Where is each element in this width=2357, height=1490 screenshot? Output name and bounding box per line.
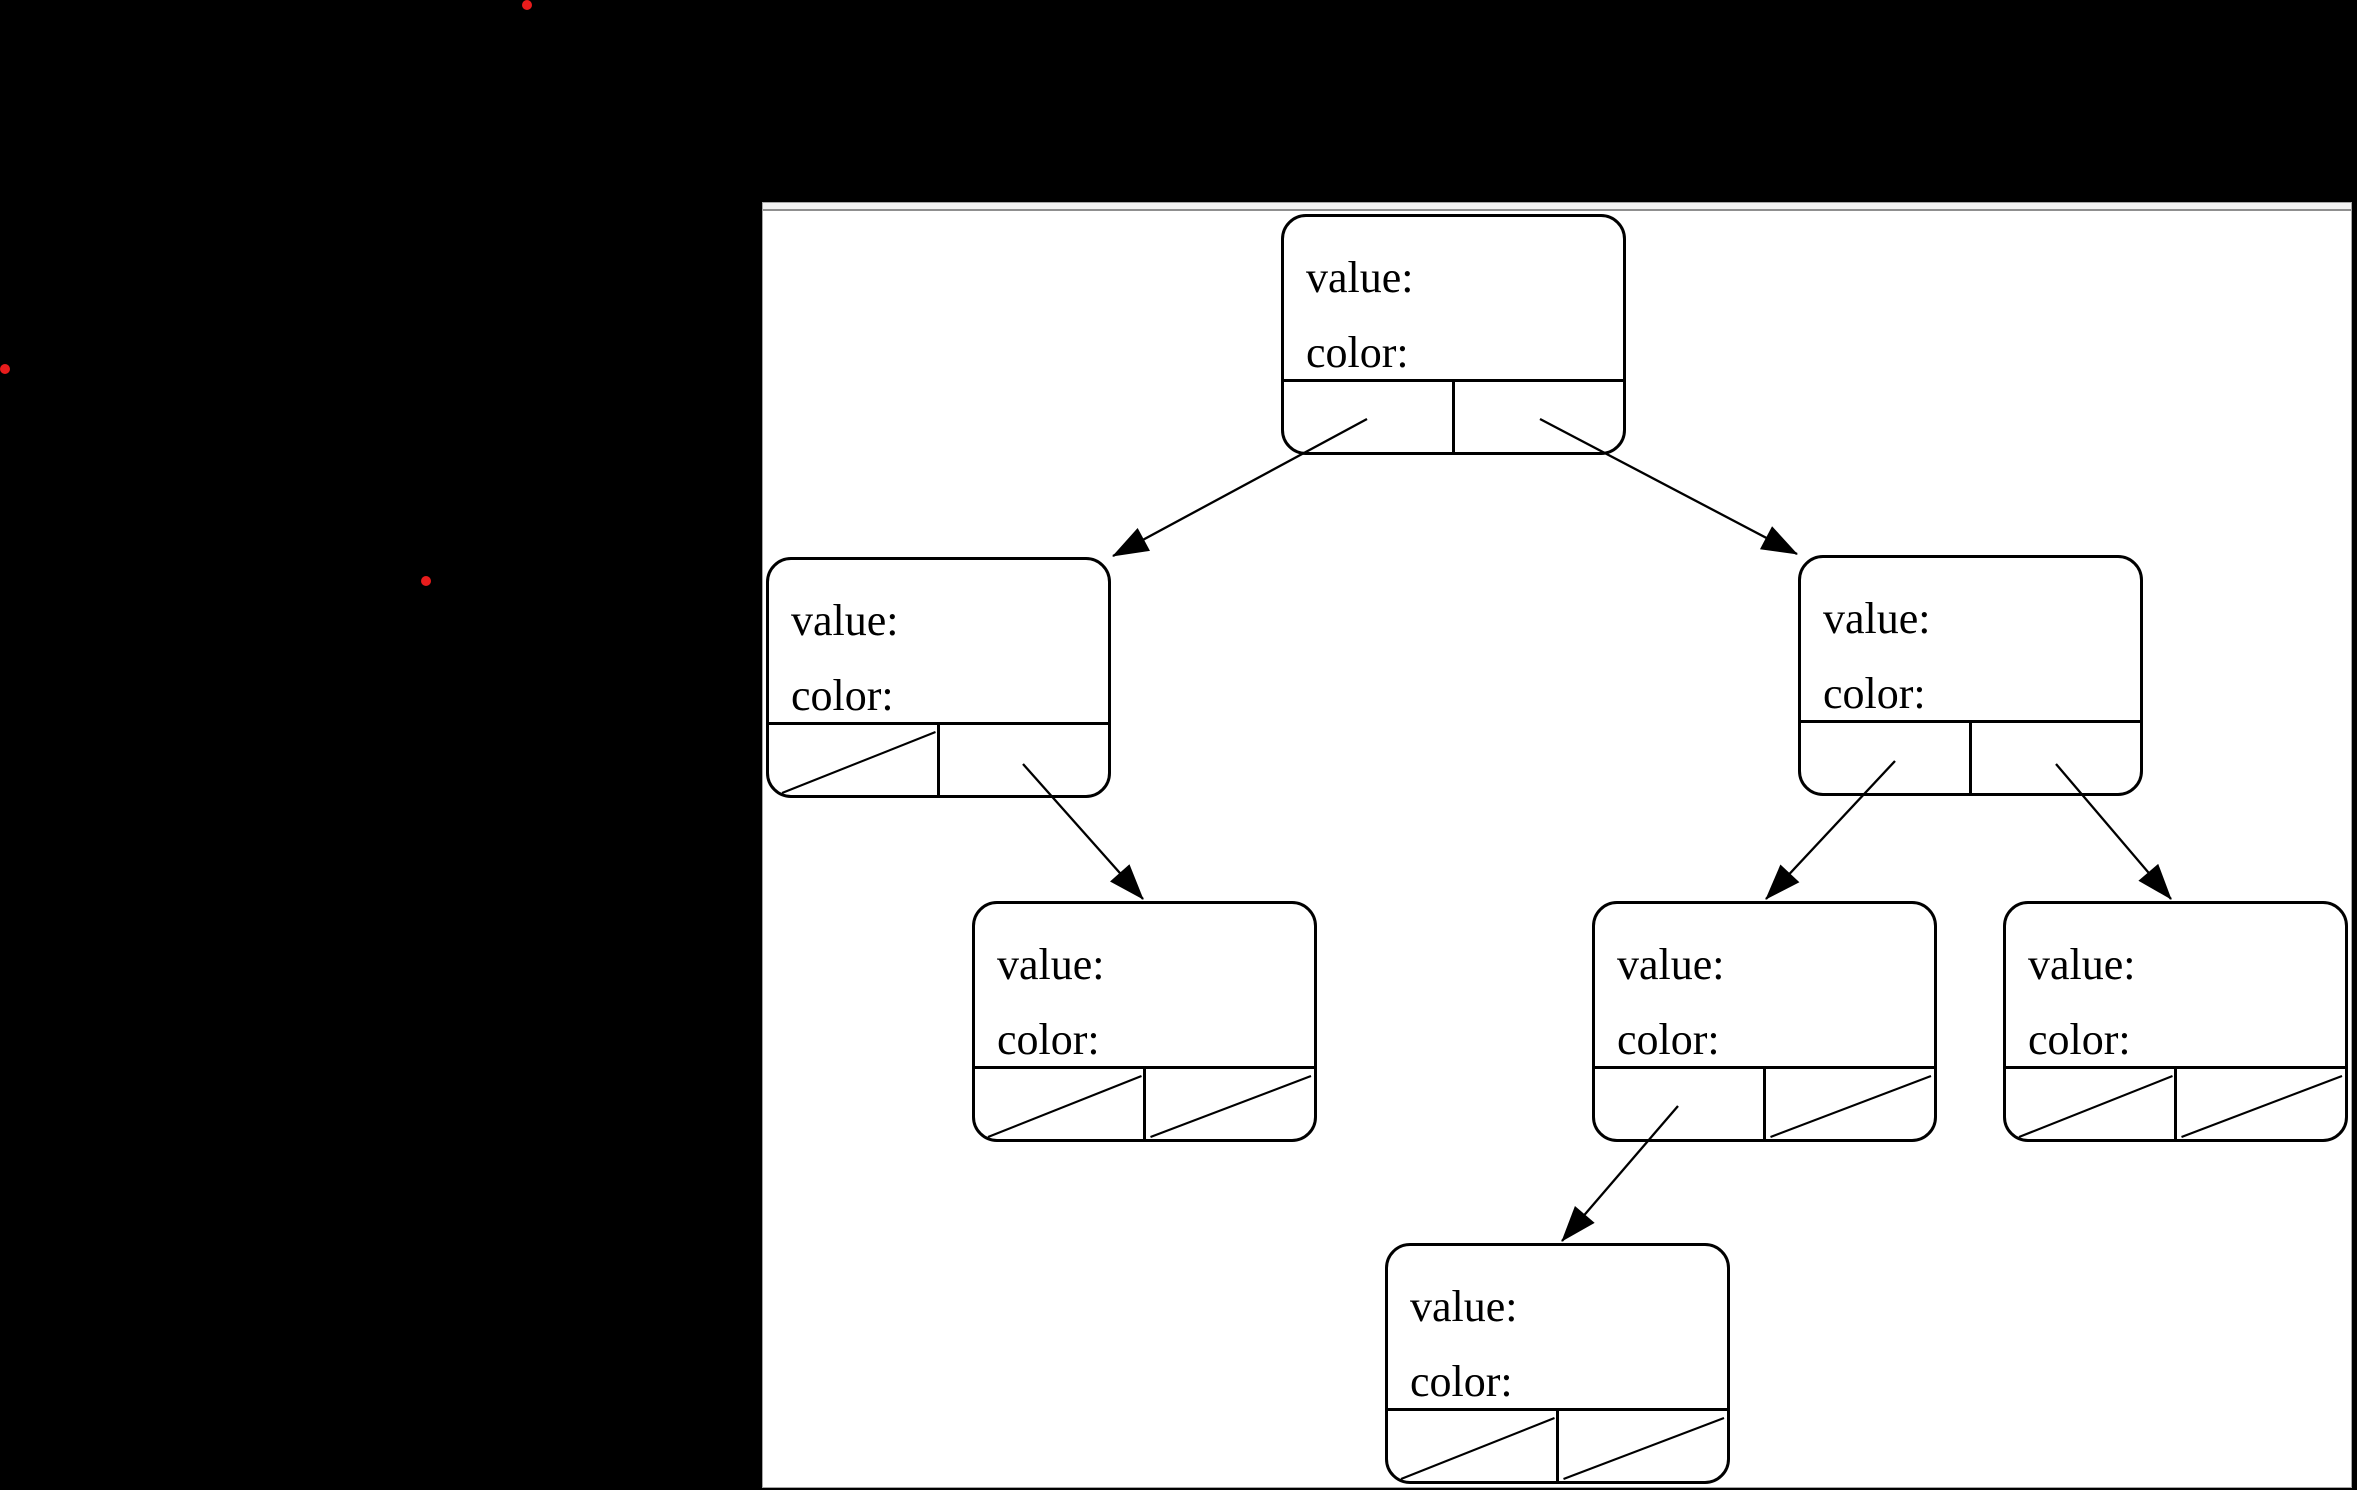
pointer-row <box>1284 379 1623 452</box>
value-label: value: <box>1410 1282 1518 1331</box>
pointer-row <box>1388 1408 1727 1481</box>
color-label: color: <box>791 671 894 720</box>
red-marker-dot <box>421 576 431 586</box>
pointer-row <box>1595 1066 1934 1139</box>
right-pointer-cell <box>2177 1069 2345 1139</box>
left-pointer-cell <box>1388 1411 1559 1481</box>
tree-node-root: value: color: <box>1281 214 1626 455</box>
pointer-row <box>975 1066 1314 1139</box>
left-pointer-cell <box>1595 1069 1766 1139</box>
value-label: value: <box>791 596 899 645</box>
right-pointer-cell <box>1146 1069 1314 1139</box>
value-label: value: <box>2028 940 2136 989</box>
left-pointer-cell <box>975 1069 1146 1139</box>
color-label: color: <box>1306 328 1409 377</box>
left-pointer-cell <box>1801 723 1972 793</box>
canvas-top-strip <box>763 203 2351 211</box>
left-pointer-cell <box>1284 382 1455 452</box>
color-label: color: <box>1410 1357 1513 1406</box>
right-pointer-cell <box>1455 382 1623 452</box>
color-label: color: <box>997 1015 1100 1064</box>
tree-node-left-right-grandchild: value: color: <box>972 901 1317 1142</box>
color-label: color: <box>1617 1015 1720 1064</box>
tree-node-right-child: value: color: <box>1798 555 2143 796</box>
tree-node-bottom-grandchild: value: color: <box>1385 1243 1730 1484</box>
tree-node-right-right-grandchild: value: color: <box>2003 901 2348 1142</box>
pointer-row <box>1801 720 2140 793</box>
pointer-row <box>2006 1066 2345 1139</box>
color-label: color: <box>1823 669 1926 718</box>
tree-node-left-child: value: color: <box>766 557 1111 798</box>
left-pointer-cell <box>769 725 940 795</box>
red-marker-dot <box>522 0 532 10</box>
right-pointer-cell <box>1972 723 2140 793</box>
right-pointer-cell <box>940 725 1108 795</box>
value-label: value: <box>1823 594 1931 643</box>
value-label: value: <box>1617 940 1725 989</box>
red-marker-dot <box>0 364 10 374</box>
value-label: value: <box>1306 253 1414 302</box>
pointer-row <box>769 722 1108 795</box>
color-label: color: <box>2028 1015 2131 1064</box>
left-pointer-cell <box>2006 1069 2177 1139</box>
tree-node-right-left-grandchild: value: color: <box>1592 901 1937 1142</box>
right-pointer-cell <box>1559 1411 1727 1481</box>
value-label: value: <box>997 940 1105 989</box>
right-pointer-cell <box>1766 1069 1934 1139</box>
